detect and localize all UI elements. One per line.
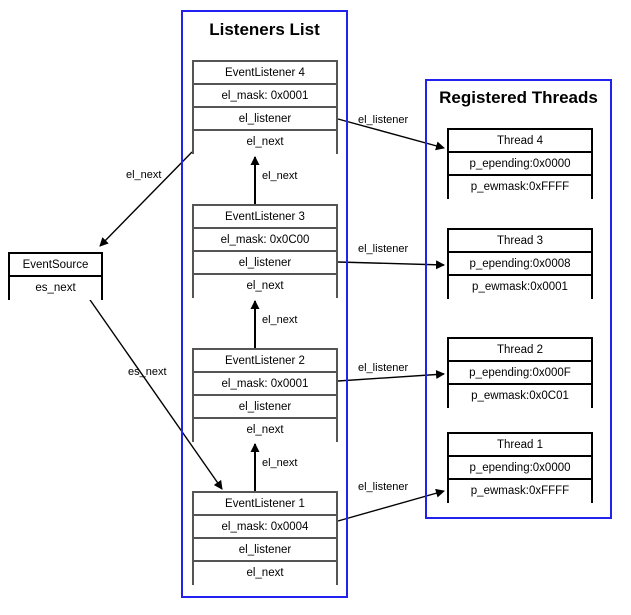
eventsource-es-next: es_next: [10, 277, 101, 300]
eventlistener-3-mask: el_mask: 0x0C00: [194, 229, 336, 252]
edge-el4-to-eventsource: [99, 151, 193, 247]
thread-1-epending: p_epending:0x0000: [449, 457, 591, 480]
thread-2-title: Thread 2: [449, 339, 591, 362]
panel-listeners-list: [181, 10, 348, 598]
eventlistener-2-listener: el_listener: [194, 396, 336, 419]
eventlistener-1-mask: el_mask: 0x0004: [194, 516, 336, 539]
panel-listeners-list-title: Listeners List: [209, 20, 320, 39]
thread-1-title: Thread 1: [449, 434, 591, 457]
edge-label-el3-to-thread3: el_listener: [358, 243, 409, 255]
thread-4-title: Thread 4: [449, 130, 591, 153]
panel-registered-threads: [425, 79, 612, 519]
edge-label-el2-to-thread2: el_listener: [358, 362, 409, 374]
thread-3-title: Thread 3: [449, 230, 591, 253]
eventlistener-2-box[interactable]: EventListener 2 el_mask: 0x0001 el_liste…: [192, 348, 338, 442]
thread-3-ewmask: p_ewmask:0x0001: [449, 276, 591, 299]
edge-label-el2-to-el3: el_next: [262, 314, 298, 326]
edge-label-el3-to-el4: el_next: [262, 170, 298, 182]
thread-1-ewmask: p_ewmask:0xFFFF: [449, 480, 591, 503]
thread-3-box[interactable]: Thread 3 p_epending:0x0008 p_ewmask:0x00…: [447, 228, 593, 299]
thread-3-epending: p_epending:0x0008: [449, 253, 591, 276]
thread-4-box[interactable]: Thread 4 p_epending:0x0000 p_ewmask:0xFF…: [447, 128, 593, 199]
eventlistener-2-title: EventListener 2: [194, 350, 336, 373]
eventlistener-3-title: EventListener 3: [194, 206, 336, 229]
eventlistener-3-listener: el_listener: [194, 252, 336, 275]
thread-4-epending: p_epending:0x0000: [449, 153, 591, 176]
eventlistener-4-title: EventListener 4: [194, 62, 336, 85]
eventlistener-2-mask: el_mask: 0x0001: [194, 373, 336, 396]
eventlistener-1-box[interactable]: EventListener 1 el_mask: 0x0004 el_liste…: [192, 491, 338, 585]
eventlistener-1-listener: el_listener: [194, 539, 336, 562]
eventsource-box[interactable]: EventSource es_next: [8, 252, 103, 300]
eventlistener-4-listener: el_listener: [194, 108, 336, 131]
eventlistener-3-next: el_next: [194, 275, 336, 298]
eventlistener-2-next: el_next: [194, 419, 336, 442]
eventlistener-3-box[interactable]: EventListener 3 el_mask: 0x0C00 el_liste…: [192, 204, 338, 298]
eventlistener-1-title: EventListener 1: [194, 493, 336, 516]
eventlistener-4-box[interactable]: EventListener 4 el_mask: 0x0001 el_liste…: [192, 60, 338, 154]
edge-label-eventsource-to-el1: es_next: [128, 366, 167, 378]
eventlistener-1-next: el_next: [194, 562, 336, 585]
thread-2-epending: p_epending:0x000F: [449, 362, 591, 385]
eventlistener-4-mask: el_mask: 0x0001: [194, 85, 336, 108]
thread-4-ewmask: p_ewmask:0xFFFF: [449, 176, 591, 199]
eventlistener-4-next: el_next: [194, 131, 336, 154]
thread-2-box[interactable]: Thread 2 p_epending:0x000F p_ewmask:0x0C…: [447, 337, 593, 408]
edge-label-el1-to-el2: el_next: [262, 457, 298, 469]
panel-registered-threads-title: Registered Threads: [439, 88, 598, 107]
edge-label-el1-to-thread1: el_listener: [358, 481, 409, 493]
edge-label-el4-to-eventsource: el_next: [126, 169, 162, 181]
edge-label-el4-to-thread4: el_listener: [358, 114, 409, 126]
thread-2-ewmask: p_ewmask:0x0C01: [449, 385, 591, 408]
thread-1-box[interactable]: Thread 1 p_epending:0x0000 p_ewmask:0xFF…: [447, 432, 593, 503]
eventsource-title: EventSource: [10, 254, 101, 277]
